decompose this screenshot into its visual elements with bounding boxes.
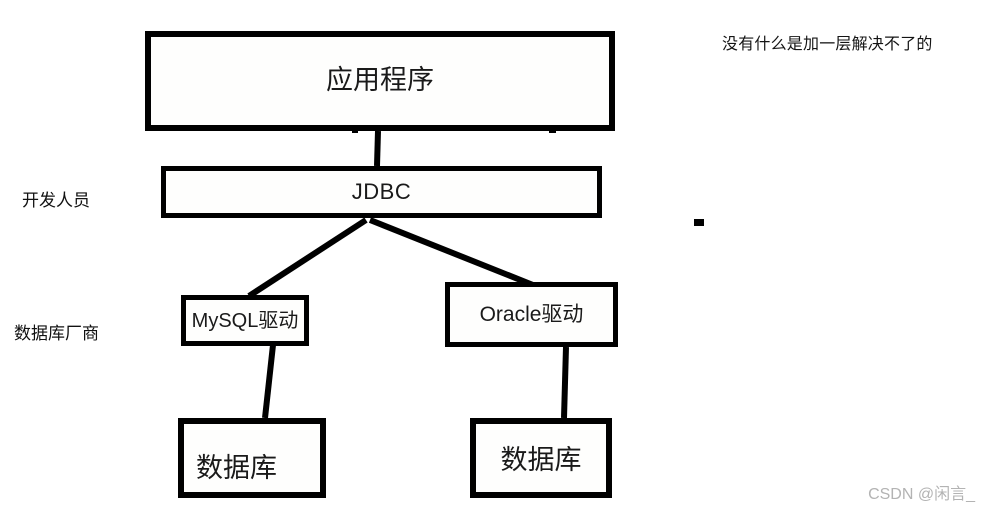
node-database-left: 数据库 [178,418,326,498]
node-application: 应用程序 [145,31,615,131]
node-oracle-driver: Oracle驱动 [445,282,618,347]
annotation-note: 没有什么是加一层解决不了的 [722,36,933,53]
node-oracle-driver-label: Oracle驱动 [479,302,584,326]
edge-jdbc-to-mysql-driver [247,217,368,299]
node-database-left-label: 数据库 [196,453,277,484]
swimlane-label-database-vendor: 数据库厂商 [14,324,99,343]
node-database-right-label: 数据库 [500,445,582,476]
ink-artifact-dot [694,219,704,226]
ink-artifact-dot [352,128,358,133]
watermark: CSDN @闲言_ [868,486,975,503]
node-jdbc-label: JDBC [351,178,412,204]
node-mysql-driver: MySQL驱动 [181,295,309,346]
node-mysql-driver-label: MySQL驱动 [191,309,299,332]
node-database-right: 数据库 [470,418,612,498]
edge-mysql-driver-to-db-left [262,344,276,419]
swimlane-label-developer: 开发人员 [22,191,90,210]
edge-jdbc-to-oracle-driver [368,217,535,288]
ink-artifact-dot [549,128,556,133]
node-jdbc: JDBC [161,166,602,218]
node-application-label: 应用程序 [326,65,434,96]
edge-app-to-jdbc [374,130,381,167]
edge-oracle-driver-to-db-right [561,346,569,419]
